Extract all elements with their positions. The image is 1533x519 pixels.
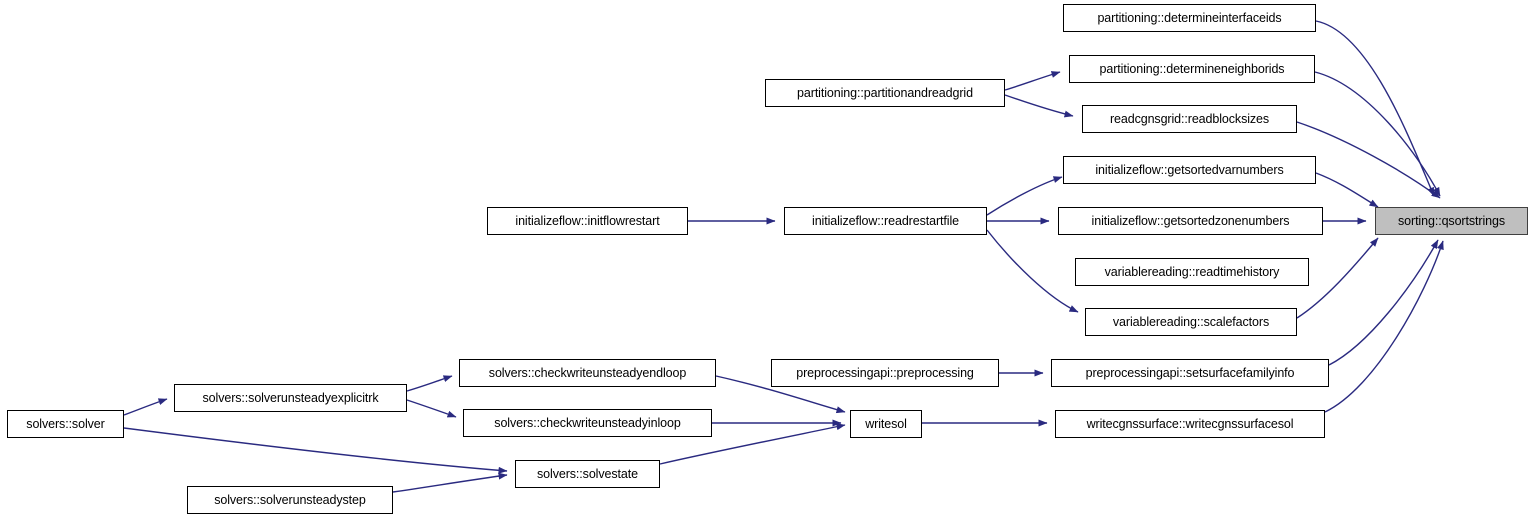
edge-n14-to-n15 bbox=[123, 427, 508, 474]
graph-node-n3[interactable]: partitioning::partitionandreadgrid bbox=[765, 79, 1005, 107]
graph-node-n1[interactable]: partitioning::determineneighborids bbox=[1069, 55, 1315, 83]
edge-n14-to-n13 bbox=[123, 398, 168, 416]
graph-node-n20[interactable]: writecgnssurface::writecgnssurfacesol bbox=[1055, 410, 1325, 438]
graph-node-n8[interactable]: initializeflow::readrestartfile bbox=[784, 207, 987, 235]
edge-n0-to-n10 bbox=[1315, 20, 1435, 197]
graph-node-n19[interactable]: writesol bbox=[850, 410, 922, 438]
edge-n7-to-n10 bbox=[1296, 237, 1379, 319]
graph-node-n12[interactable]: solvers::checkwriteunsteadyinloop bbox=[463, 409, 712, 437]
edge-n8-to-n4 bbox=[986, 176, 1063, 216]
edge-n3-to-n2 bbox=[1004, 94, 1074, 118]
edge-n4-to-n10 bbox=[1315, 172, 1379, 208]
graph-node-n6[interactable]: variablereading::readtimehistory bbox=[1075, 258, 1309, 286]
graph-node-n18[interactable]: preprocessingapi::setsurfacefamilyinfo bbox=[1051, 359, 1329, 387]
edge-n1-to-n10 bbox=[1314, 71, 1441, 197]
edge-n20-to-n10 bbox=[1324, 240, 1444, 413]
edge-n18-to-n10 bbox=[1328, 239, 1439, 366]
edge-n2-to-n10 bbox=[1296, 121, 1441, 199]
edge-n8-to-n7 bbox=[986, 229, 1079, 313]
graph-node-n13[interactable]: solvers::solverunsteadyexplicitrk bbox=[174, 384, 407, 412]
graph-node-n5[interactable]: initializeflow::getsortedzonenumbers bbox=[1058, 207, 1323, 235]
graph-node-n10[interactable]: sorting::qsortstrings bbox=[1375, 207, 1528, 235]
edge-n16-to-n15 bbox=[392, 472, 508, 493]
graph-node-n16[interactable]: solvers::solverunsteadystep bbox=[187, 486, 393, 514]
graph-node-n9[interactable]: initializeflow::initflowrestart bbox=[487, 207, 688, 235]
graph-node-n0[interactable]: partitioning::determineinterfaceids bbox=[1063, 4, 1316, 32]
graph-node-n11[interactable]: solvers::checkwriteunsteadyendloop bbox=[459, 359, 716, 387]
edge-n3-to-n1 bbox=[1004, 71, 1061, 91]
edge-n13-to-n12 bbox=[406, 399, 457, 418]
graph-node-n17[interactable]: preprocessingapi::preprocessing bbox=[771, 359, 999, 387]
graph-node-n14[interactable]: solvers::solver bbox=[7, 410, 124, 438]
graph-node-n4[interactable]: initializeflow::getsortedvarnumbers bbox=[1063, 156, 1316, 184]
graph-node-n2[interactable]: readcgnsgrid::readblocksizes bbox=[1082, 105, 1297, 133]
graph-node-n7[interactable]: variablereading::scalefactors bbox=[1085, 308, 1297, 336]
graph-node-n15[interactable]: solvers::solvestate bbox=[515, 460, 660, 488]
edge-n13-to-n11 bbox=[406, 375, 453, 392]
